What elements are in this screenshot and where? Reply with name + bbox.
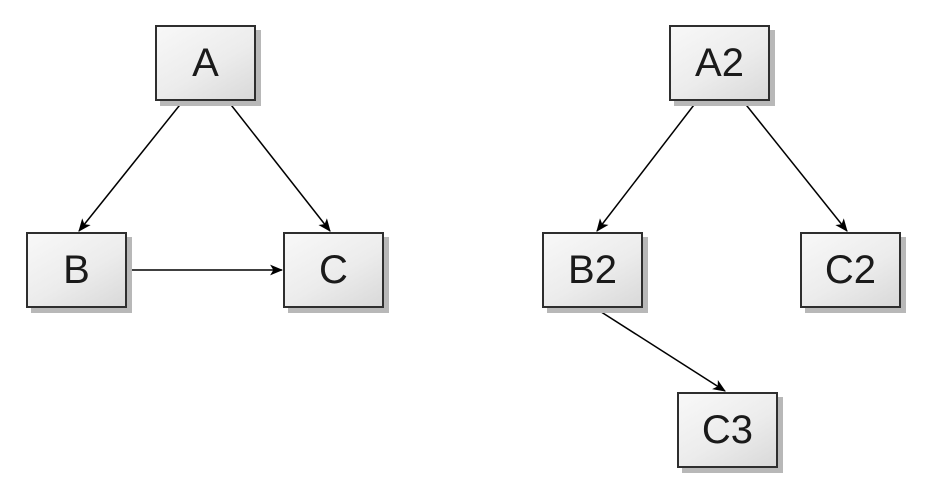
edge-A2-C2[interactable] [742,100,848,232]
node-C2-label: C2 [824,248,877,292]
node-C-label: C [319,248,348,292]
node-A2[interactable]: A2 [669,25,770,101]
node-B2-label: B2 [568,248,617,292]
node-C3[interactable]: C3 [677,392,778,468]
node-B[interactable]: B [26,232,127,308]
node-C2[interactable]: C2 [800,232,901,308]
node-A-label: A [192,41,219,85]
node-A[interactable]: A [155,25,256,101]
node-C3-label: C3 [701,408,754,452]
node-A2-label: A2 [695,41,744,85]
edge-A-B[interactable] [78,100,184,232]
node-B-label: B [63,248,90,292]
edge-A2-B2[interactable] [596,100,698,232]
node-B2[interactable]: B2 [542,232,643,308]
node-C[interactable]: C [283,232,384,308]
edge-A-C[interactable] [227,100,331,232]
edge-B2-C3[interactable] [594,307,726,392]
